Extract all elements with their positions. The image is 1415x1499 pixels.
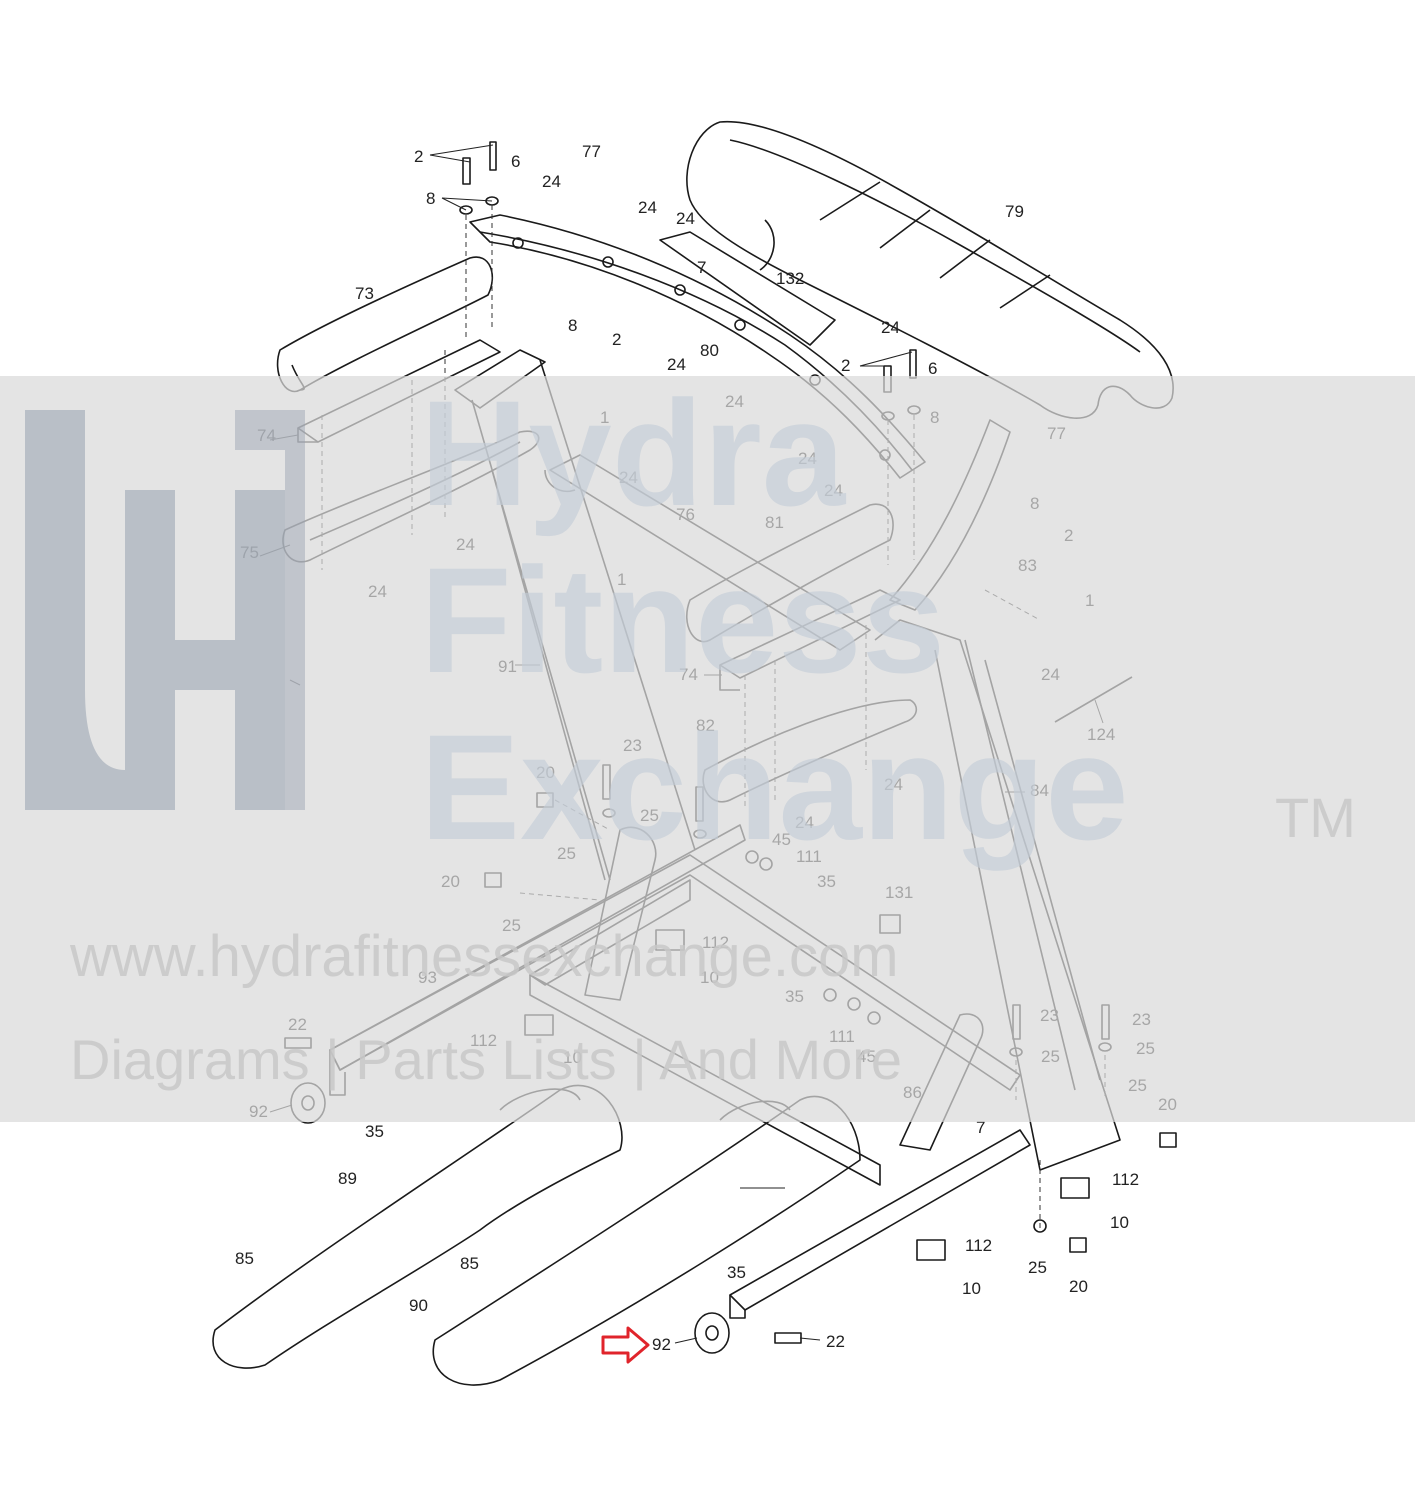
callout: 2 <box>841 356 850 375</box>
callout: 2 <box>414 147 423 166</box>
part-89-left-hood <box>212 1084 623 1369</box>
callout: 24 <box>542 172 561 191</box>
callout: 112 <box>1112 1170 1139 1189</box>
callout: 6 <box>511 152 520 171</box>
watermark-h-logo <box>25 410 305 810</box>
callout: 89 <box>338 1169 357 1188</box>
callout: 80 <box>700 341 719 360</box>
watermark-line-3: Exchange <box>420 703 1129 871</box>
callout: 85 <box>235 1249 254 1268</box>
watermark-tagline: Diagrams | Parts Lists | And More <box>70 1028 903 1091</box>
callout: 35 <box>365 1122 384 1141</box>
part-132-wire <box>659 219 836 346</box>
highlight-arrow <box>601 1326 650 1364</box>
callout: 112 <box>965 1236 992 1255</box>
callout: 24 <box>638 198 657 217</box>
callout: 10 <box>1110 1213 1129 1232</box>
callout: 10 <box>962 1279 981 1298</box>
callout: 25 <box>1028 1258 1047 1277</box>
callout: 2 <box>612 330 621 349</box>
callout: 132 <box>776 269 804 288</box>
watermark-tm: TM <box>1275 786 1356 849</box>
callout: 92 <box>652 1335 671 1354</box>
callout: 8 <box>426 189 435 208</box>
callout: 22 <box>826 1332 845 1351</box>
callout: 24 <box>667 355 686 374</box>
part-92-right-wheel <box>694 1312 730 1354</box>
watermark-line-2: Fitness <box>420 536 946 704</box>
callout: 77 <box>582 142 601 161</box>
callout: 79 <box>1005 202 1024 221</box>
watermark-logo-mark <box>15 390 315 840</box>
callout: 20 <box>1069 1277 1088 1296</box>
callout: 7 <box>697 258 706 277</box>
right-rail <box>729 1129 1031 1319</box>
callout: 24 <box>676 209 695 228</box>
callout: 73 <box>355 284 374 303</box>
callout: 24 <box>881 318 900 337</box>
callout: 6 <box>928 359 937 378</box>
callout: 90 <box>409 1296 428 1315</box>
watermark-line-1: Hydra <box>420 369 846 537</box>
callout: 7 <box>976 1118 985 1137</box>
callout: 85 <box>460 1254 479 1273</box>
watermark-url: www.hydrafitnessexchange.com <box>70 924 899 989</box>
callout: 8 <box>568 316 577 335</box>
callout: 35 <box>727 1263 746 1282</box>
